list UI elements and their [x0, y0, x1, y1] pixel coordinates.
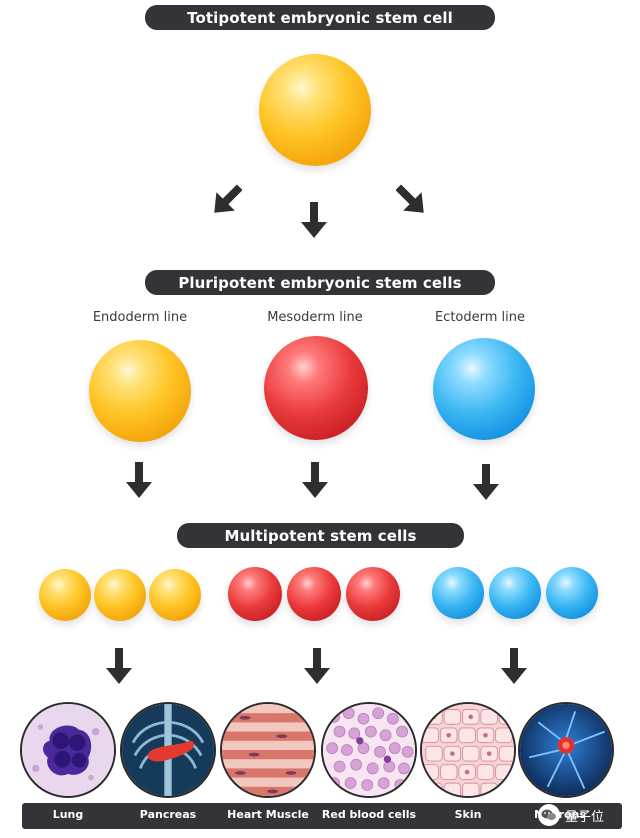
multipotent-mesoderm-sphere	[346, 567, 400, 621]
multipotent-mesoderm-sphere	[287, 567, 341, 621]
level-banner-pluripotent: Pluripotent embryonic stem cells	[145, 270, 495, 295]
cell-type-label-lung: Lung	[52, 808, 84, 821]
watermark-text: 量子位	[565, 809, 605, 825]
multipotent-ectoderm-sphere	[432, 567, 484, 619]
multipotent-endoderm-sphere	[39, 569, 91, 621]
level-banner-totipotent: Totipotent embryonic stem cell	[145, 5, 495, 30]
multipotent-mesoderm-sphere	[228, 567, 282, 621]
endoderm-cell-sphere	[89, 340, 191, 442]
multipotent-ectoderm-sphere	[546, 567, 598, 619]
multipotent-endoderm-sphere	[149, 569, 201, 621]
pancreas-xray-icon	[120, 702, 216, 798]
mesoderm-cell-sphere	[264, 336, 368, 440]
level-banner-multipotent: Multipotent stem cells	[177, 523, 464, 548]
skin-tissue-icon	[420, 702, 516, 798]
red-blood-cells-icon	[321, 702, 417, 798]
arrow-down-icon	[501, 648, 527, 684]
ectoderm-cell-sphere	[433, 338, 535, 440]
germ-line-label-ectoderm: Ectoderm line	[434, 310, 526, 325]
watermark: 量子位	[538, 800, 604, 830]
totipotent-cell-sphere	[259, 54, 371, 166]
arrow-down-icon	[302, 462, 328, 498]
germ-line-label-mesoderm: Mesoderm line	[267, 310, 363, 325]
cell-type-label-pancreas: Pancreas	[139, 808, 197, 821]
cell-type-label-bar	[22, 803, 622, 829]
cell-type-label-red-blood-cells: Red blood cells	[321, 808, 417, 821]
arrow-down-icon	[304, 648, 330, 684]
arrow-down-right-icon	[396, 184, 424, 213]
cell-type-label-skin: Skin	[454, 808, 482, 821]
cell-type-label-heart-muscle: Heart Muscle	[227, 808, 309, 821]
multipotent-ectoderm-sphere	[489, 567, 541, 619]
arrow-down-icon	[473, 464, 499, 500]
arrow-down-icon	[301, 202, 327, 238]
wechat-icon	[538, 804, 560, 826]
arrow-down-icon	[106, 648, 132, 684]
multipotent-endoderm-sphere	[94, 569, 146, 621]
germ-line-label-endoderm: Endoderm line	[92, 310, 188, 325]
arrow-down-left-icon	[214, 184, 242, 213]
arrow-down-icon	[126, 462, 152, 498]
lung-cell-micrograph-icon	[20, 702, 116, 798]
heart-muscle-tissue-icon	[220, 702, 316, 798]
neuron-cell-icon	[518, 702, 614, 798]
